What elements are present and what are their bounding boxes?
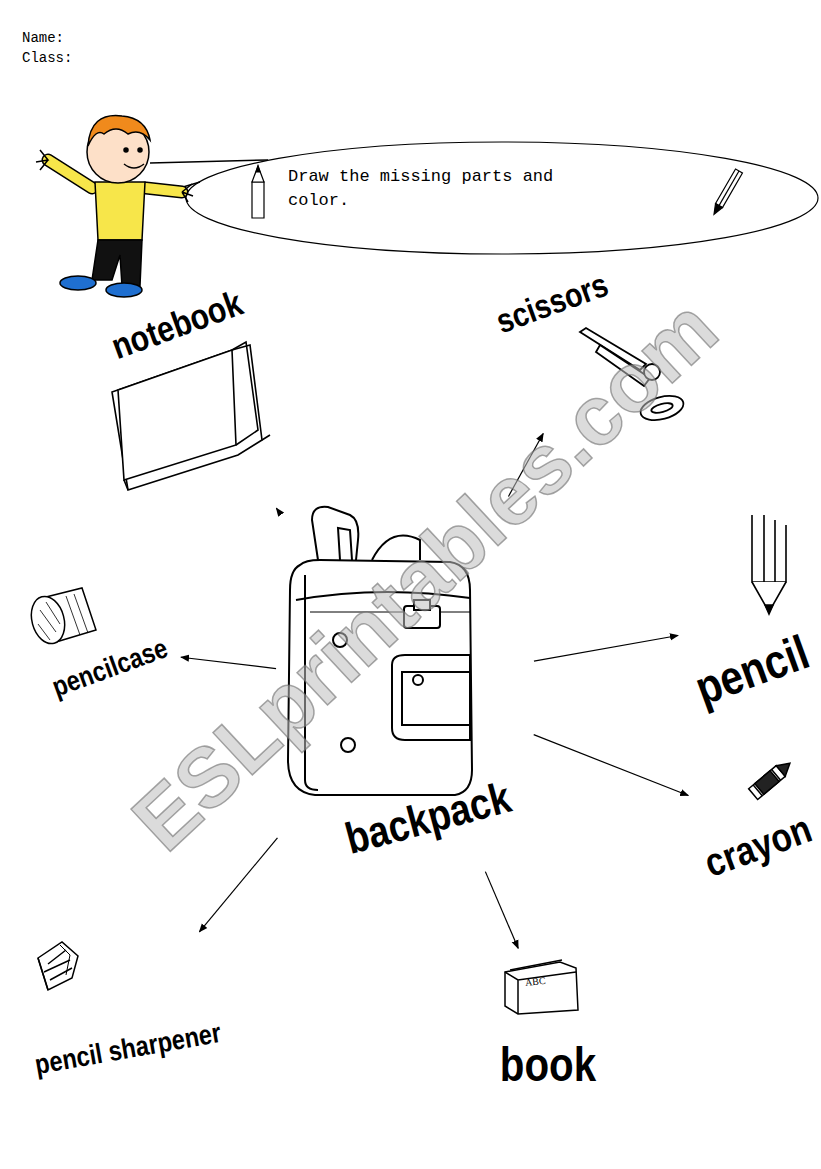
field-label: Class: <box>22 50 72 66</box>
notebook-icon <box>112 342 270 490</box>
item-label: book <box>500 1037 596 1092</box>
arrow-connector <box>199 838 277 932</box>
item-node: notebook <box>102 278 280 505</box>
item-node: pencil sharpener <box>28 935 233 1095</box>
item-node: scissors <box>487 255 700 430</box>
arrow-connector <box>534 635 678 661</box>
item-node: pencil <box>682 510 820 735</box>
item-label: notebook <box>106 282 248 368</box>
book-icon <box>505 960 578 1014</box>
pencilcase-icon <box>26 588 96 647</box>
book-cover-text: ABC <box>524 975 546 988</box>
field-label: Name: <box>22 30 64 46</box>
backpack-node: backpack <box>280 500 530 868</box>
item-label: crayon <box>699 806 818 886</box>
item-label: backpack <box>340 772 516 864</box>
item-label: pencilcase <box>48 632 172 703</box>
item-label: pencil sharpener <box>33 1017 224 1081</box>
instruction-text: Draw the missing parts and color. <box>288 165 618 213</box>
speech-bubble: Draw the missing parts and color. <box>185 141 819 255</box>
arrow-connector <box>276 508 277 510</box>
pencil-sharpener-icon <box>38 942 78 990</box>
pencil-symbol <box>252 166 742 218</box>
crayon-icon <box>749 758 795 800</box>
item-node: book <box>478 952 623 1096</box>
item-node: crayon <box>692 750 821 895</box>
arrow-connector <box>534 735 689 796</box>
pencil-icon <box>752 515 786 614</box>
item-label: pencil <box>688 624 816 716</box>
item-node: pencilcase <box>22 580 177 715</box>
arrow-connector <box>485 872 518 949</box>
bubble-outline <box>185 141 819 255</box>
boy-figure <box>36 116 268 297</box>
item-label: scissors <box>491 265 613 341</box>
